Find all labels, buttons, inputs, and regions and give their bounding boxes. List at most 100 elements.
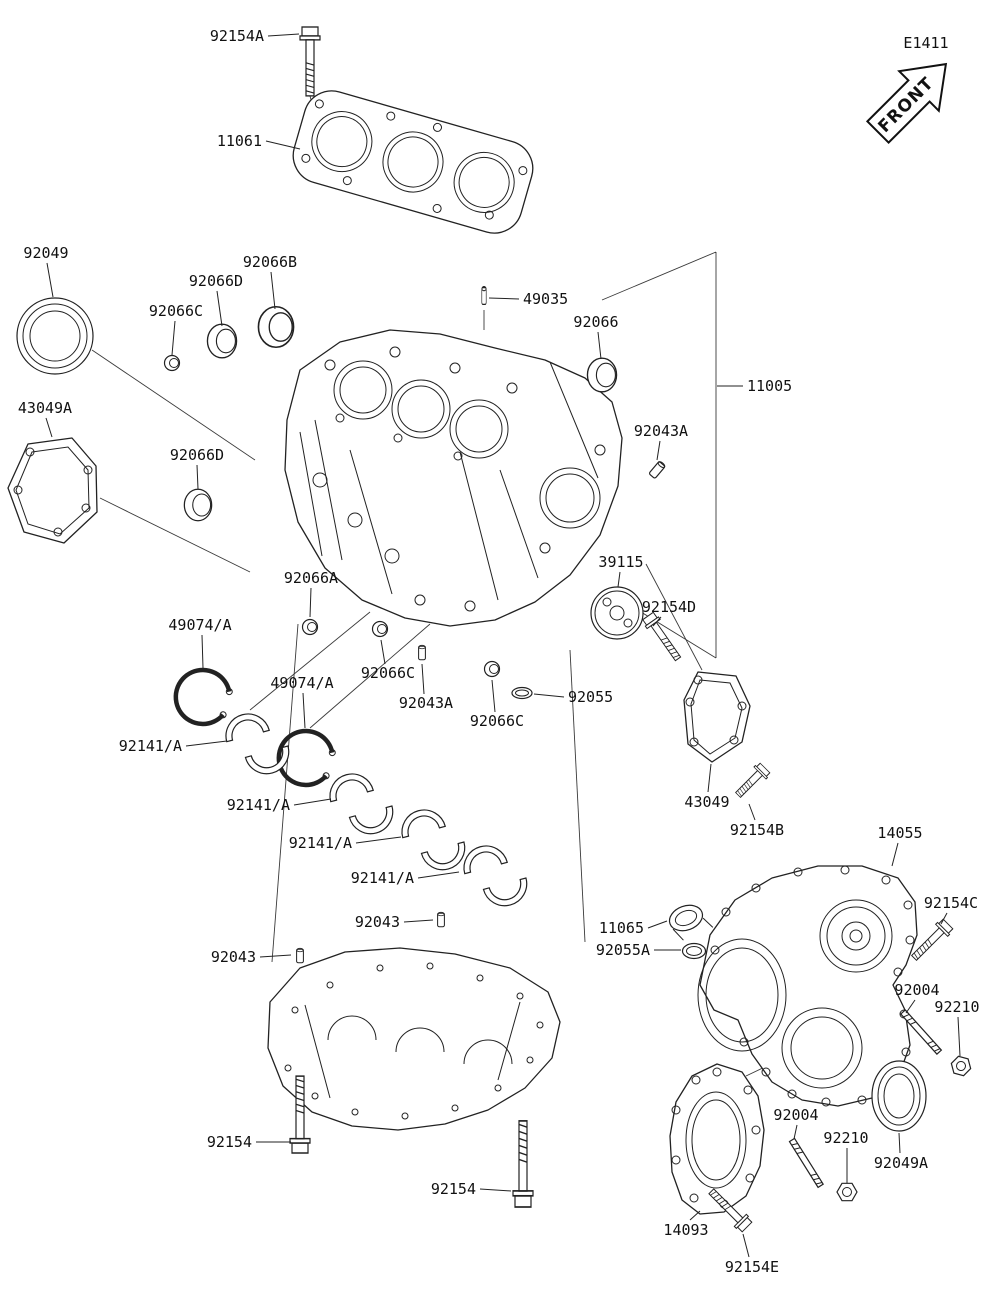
front-arrow-shape xyxy=(865,62,948,145)
pin-92043-drawing xyxy=(437,911,445,928)
part-label-92066A: 92066A xyxy=(284,569,338,587)
leader-line-92043 xyxy=(259,954,292,958)
leader-line-92049 xyxy=(46,262,54,298)
part-label-92055: 92055 xyxy=(568,688,613,706)
leader-line-92049A xyxy=(898,1132,901,1154)
part-label-92154D: 92154D xyxy=(642,598,696,616)
cap-11065-drawing xyxy=(668,904,714,941)
part-label-14093: 14093 xyxy=(663,1221,708,1239)
part-label-43049: 43049 xyxy=(684,793,729,811)
leader-line-49074/A xyxy=(201,634,204,669)
part-label-92066D: 92066D xyxy=(170,446,224,464)
cap-92066-drawing xyxy=(586,357,618,393)
part-label-92004: 92004 xyxy=(894,981,939,999)
plug-92066c-drawing xyxy=(163,354,181,372)
part-label-49035: 49035 xyxy=(523,290,568,308)
leader-line-92154E xyxy=(742,1233,750,1258)
nut-92210-2-drawing xyxy=(836,1182,858,1202)
leader-line-49074/A xyxy=(302,692,306,729)
leader-line-92066D xyxy=(196,464,199,490)
cap-92066d-drawing xyxy=(206,323,238,359)
pin-49035-drawing xyxy=(481,285,487,306)
leader-line-43049 xyxy=(707,763,712,793)
part-label-11005: 11005 xyxy=(747,377,792,395)
part-label-92141/A: 92141/A xyxy=(119,737,182,755)
leader-line-92210 xyxy=(957,1016,961,1057)
leader-line-92154 xyxy=(479,1188,512,1192)
part-label-92141/A: 92141/A xyxy=(227,796,290,814)
part-label-92154E: 92154E xyxy=(725,1258,779,1276)
bolt-92154a-drawing xyxy=(299,26,321,97)
leader-line-92043 xyxy=(403,919,434,923)
page-code: E1411 xyxy=(903,34,948,52)
pin-92043a-drawing xyxy=(648,459,667,480)
bolt-92154d-drawing xyxy=(640,610,686,664)
part-label-92154: 92154 xyxy=(207,1133,252,1151)
leader-line-14055 xyxy=(891,842,899,867)
oil-seal-rear-drawing xyxy=(871,1060,927,1132)
part-label-39115: 39115 xyxy=(598,553,643,571)
part-label-92043A: 92043A xyxy=(399,694,453,712)
part-label-92043: 92043 xyxy=(211,948,256,966)
part-label-11065: 11065 xyxy=(599,919,644,937)
leader-line-92055 xyxy=(533,693,565,698)
construction-lines xyxy=(91,95,801,1077)
leader-line-92141/A xyxy=(293,798,332,806)
rotor-39115-drawing xyxy=(590,586,644,640)
part-label-92066: 92066 xyxy=(573,313,618,331)
plug-92066a-drawing xyxy=(301,618,319,636)
leader-line-92004 xyxy=(793,1124,798,1140)
snap-ring-1-drawing xyxy=(170,664,236,730)
leader-line-92066C xyxy=(491,679,496,713)
leader-line-92066 xyxy=(597,331,602,360)
part-label-92043: 92043 xyxy=(355,913,400,931)
part-label-92043A: 92043A xyxy=(634,422,688,440)
part-label-92049A: 92049A xyxy=(874,1154,928,1172)
stud-92004-2-drawing xyxy=(788,1137,824,1188)
leader-line-92141/A xyxy=(417,871,460,879)
leader-line-92066C xyxy=(380,639,386,665)
leader-line-92141/A xyxy=(355,836,402,844)
part-label-49074/A: 49074/A xyxy=(270,674,333,692)
part-label-14055: 14055 xyxy=(877,824,922,842)
leader-line-92066B xyxy=(270,271,276,310)
rear-plate-drawing xyxy=(669,1063,765,1215)
oring-92055a-drawing xyxy=(681,942,707,960)
head-gasket-drawing xyxy=(292,90,534,234)
nut-92210-1-drawing xyxy=(948,1054,974,1078)
part-label-92049: 92049 xyxy=(23,244,68,262)
leader-line-14093 xyxy=(689,1210,701,1221)
oil-seal-front-drawing xyxy=(16,297,94,375)
leader-line-92154D xyxy=(652,616,662,627)
part-label-43049A: 43049A xyxy=(18,399,72,417)
part-label-92066D: 92066D xyxy=(189,272,243,290)
plug-92066c3-drawing xyxy=(483,660,501,678)
crankcase-drawing xyxy=(267,947,561,1131)
leader-line-92066C xyxy=(171,320,176,356)
leader-line-92154C xyxy=(940,912,948,925)
cap-92066d2-drawing xyxy=(183,488,213,522)
part-label-92154C: 92154C xyxy=(924,894,978,912)
cylinder-block-drawing xyxy=(284,329,623,627)
bolt-92154-2-drawing xyxy=(512,1120,534,1208)
leader-line-92066D xyxy=(216,290,223,327)
part-label-11061: 11061 xyxy=(217,132,262,150)
leader-line-92154B xyxy=(748,803,756,821)
leader-line-49035 xyxy=(488,297,520,300)
part-label-92066C: 92066C xyxy=(361,664,415,682)
leader-line-39115 xyxy=(617,571,621,588)
leader-line-43049A xyxy=(45,417,53,438)
part-label-92066C: 92066C xyxy=(149,302,203,320)
bolt-92154b-drawing xyxy=(731,761,772,802)
leader-line-92004 xyxy=(905,999,916,1014)
leader-line-11061 xyxy=(265,140,301,150)
bearing-shell-3-drawing xyxy=(396,800,471,879)
part-label-92141/A: 92141/A xyxy=(289,834,352,852)
timing-cover-drawing xyxy=(697,865,918,1107)
part-label-92210: 92210 xyxy=(934,998,979,1016)
part-label-92066B: 92066B xyxy=(243,253,297,271)
bearing-shell-2-drawing xyxy=(324,764,399,843)
leader-line-92141/A xyxy=(185,740,228,747)
